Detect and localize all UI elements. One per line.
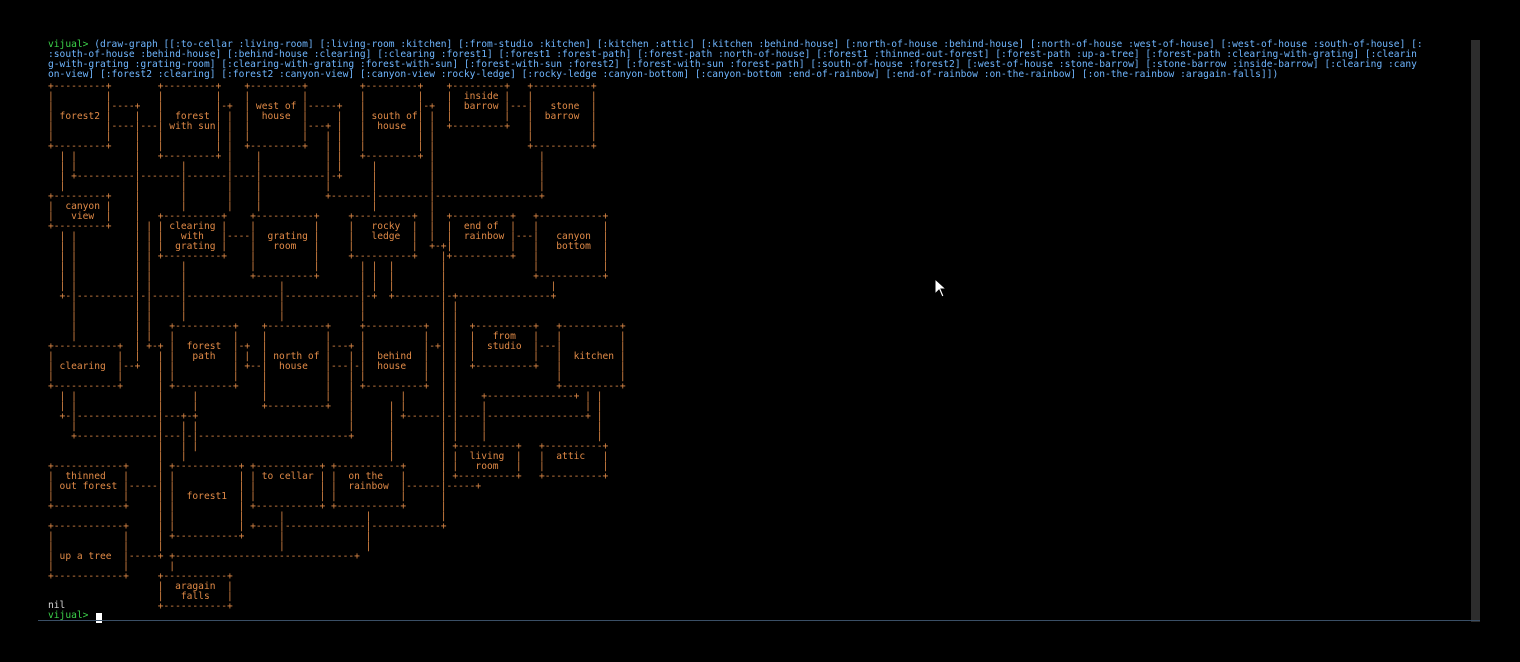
graph-line: | | | | | | — [157, 511, 447, 522]
graph-line: | +----------|-------|-------|----|-----… — [59, 171, 545, 182]
graph-line: | | | +-----------+ | | — [48, 531, 372, 542]
graph-line: | clearing |--+ | | | +--| house |---|-|… — [48, 361, 626, 372]
graph-line: | canyon | | | | | | | — [48, 201, 435, 212]
graph-line: | | | | | +----------+ +----------+ — [157, 441, 609, 452]
graph-line: | aragain | — [157, 581, 233, 592]
graph-line: | |----+ | |-+ | west of |-----+ | |-+ |… — [48, 101, 597, 112]
graph-line: | | | | forest1 | | | | | | — [48, 491, 447, 502]
graph-line: +---------+ | | | clearing | | | | rocky… — [48, 221, 609, 232]
scrollbar[interactable] — [1471, 40, 1480, 622]
graph-line: | | | | | | | | — [71, 311, 459, 322]
graph-line: | view | | +----------+ +----------+ +--… — [48, 211, 609, 222]
terminal-bottom-border — [38, 620, 1480, 621]
result-output: nil — [48, 600, 66, 611]
graph-line: | up a tree |-----+ +-------------------… — [48, 551, 360, 562]
graph-line: | | | | | path | | | north of | | | behi… — [48, 351, 626, 362]
graph-line: | | | +----------+ +----------+ +-------… — [71, 321, 626, 332]
graph-line: | | | | | — [48, 541, 372, 552]
command-line-3: g-with-grating :grating-room] [:clearing… — [48, 59, 1417, 70]
graph-line: +-|----------|-|-----|----------------|-… — [59, 291, 557, 302]
command-line-1: vijual> (draw-graph [[:to-cellar :living… — [48, 39, 1423, 50]
command-line-2: :south-of-house :behind-house] [:behind-… — [48, 49, 1417, 60]
graph-line: | | | | | | | | | | | | | | — [48, 371, 626, 382]
graph-line: +------------+ | | | +----|-------------… — [48, 521, 447, 532]
graph-line: | falls | — [157, 591, 233, 602]
terminal-window[interactable]: vijual> (draw-graph [[:to-cellar :living… — [38, 39, 1480, 623]
graph-line: | | | | | grating | | room | | | +-+| | … — [59, 241, 609, 252]
ascii-graph-output: +---------+ +---------+ +---------+ +---… — [48, 82, 626, 612]
graph-line: | | | — [48, 561, 176, 572]
graph-line: +------------+ | | | +-----------+ +----… — [48, 501, 447, 512]
command-line-4: on-view] [:forest2 :clearing] [:forest2 … — [48, 69, 1279, 80]
graph-line: +---------+ +---------+ +---------+ +---… — [48, 81, 597, 92]
graph-line: +------------+ +-----------+ — [48, 571, 233, 582]
graph-line: | | | | | | | | — [71, 301, 459, 312]
text-cursor — [96, 613, 102, 623]
graph-line: +--------------|---|-|------------------… — [71, 431, 603, 442]
graph-line: +-|--------------|---+-+ | | +------|-|-… — [59, 411, 603, 422]
graph-line: | | | | | | | | | | | | | — [59, 261, 609, 272]
graph-line: | | | | | | | | | | | | from | | | — [71, 331, 626, 342]
graph-line: | | | | | | | | | | +---------------+ | … — [59, 391, 603, 402]
graph-line: | | | | | +----------+ | | | | +--------… — [59, 271, 609, 282]
graph-line: | | | | | | | | | — [59, 181, 545, 192]
graph-line: | | | | | with |----| grating | | ledge … — [59, 231, 609, 242]
graph-line: | | | | +----------+ | | +----------+ |+… — [59, 251, 609, 262]
input-line[interactable]: vijual> — [48, 611, 88, 621]
final-prompt: vijual> — [48, 610, 89, 621]
graph-line: | | | | | | | | | | | — [59, 161, 545, 172]
graph-line: +-----------+ — [157, 601, 233, 612]
graph-line: | thinned | | | | | to cellar | | on the… — [48, 471, 609, 482]
graph-line: | | | | | living | | attic | — [157, 451, 609, 462]
graph-line: +-----------+ | +-+ | forest |-+ | |---+… — [48, 341, 626, 352]
graph-line: +-----------+ | +----------+ | | | +----… — [48, 381, 626, 392]
mouse-pointer-icon — [934, 278, 948, 298]
graph-line: +---------+ | | | | +-------|---------|-… — [48, 191, 545, 202]
graph-line: | | | | | | | | | | — [71, 421, 603, 432]
graph-line: | | | | | | | | | | | | | | | — [48, 131, 597, 142]
graph-line: | forest2 | | | forest | | | house | | |… — [48, 111, 597, 122]
graph-line: | |----|---| with sun| | | |---+ | | hou… — [48, 121, 597, 132]
graph-line: | | | | | | | | | | | — [59, 281, 557, 292]
graph-line: +---------+ | | | | +---------+ | | | | … — [48, 141, 597, 152]
graph-line: | | | | +----------+ | | | | | | | | — [59, 401, 603, 412]
graph-line: +------------+ | +-----------+ +--------… — [48, 461, 609, 472]
graph-line: | | | +---------+ | | | | +---------+ | … — [59, 151, 545, 162]
graph-line: | out forest |-----| | | | | | rainbow |… — [48, 481, 482, 492]
prompt: vijual> — [48, 39, 89, 50]
graph-line: | | | | | | | | | inside | | | — [48, 91, 597, 102]
